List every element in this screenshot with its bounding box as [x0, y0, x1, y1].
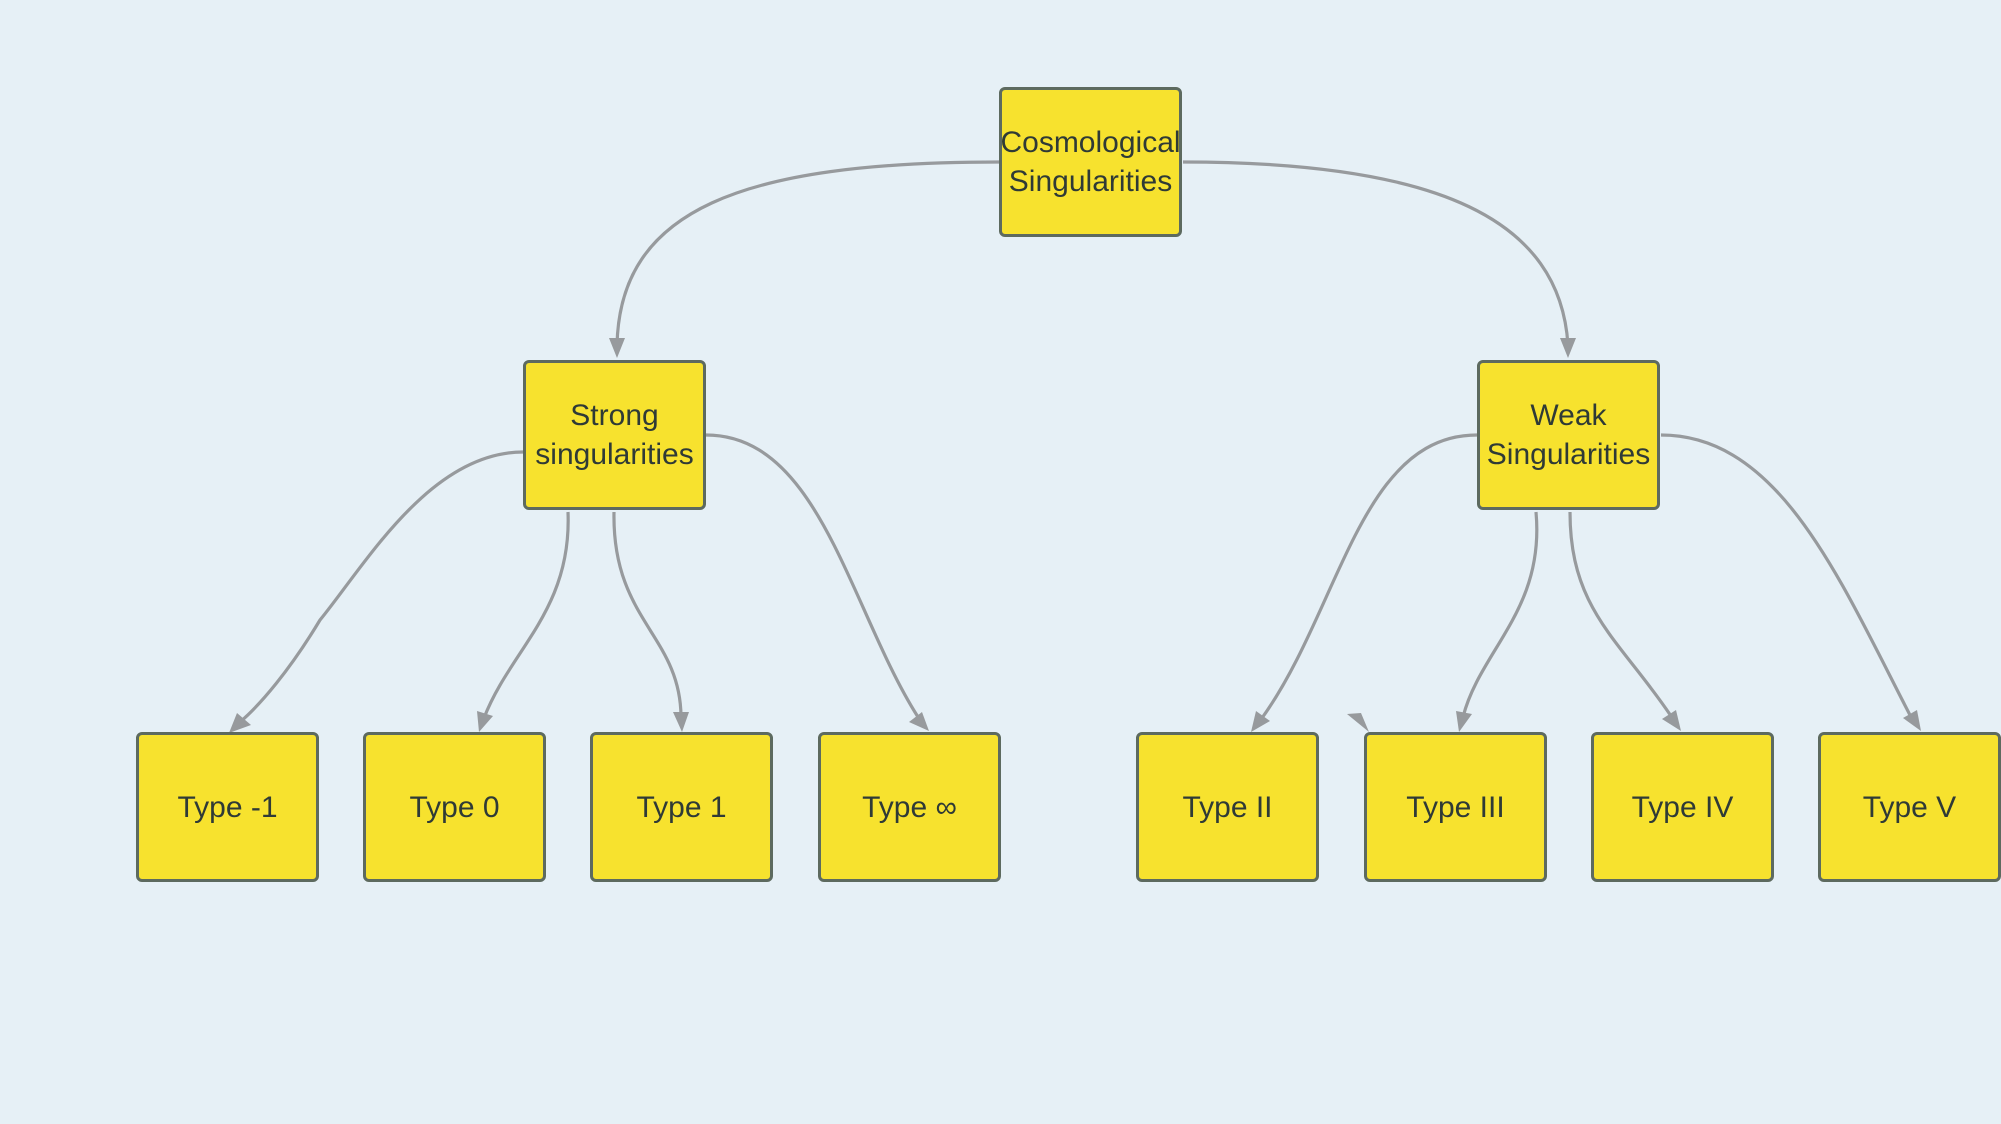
arrowhead-icon	[1903, 710, 1921, 731]
arrowhead-icon	[229, 713, 251, 733]
node-type-1[interactable]: Type 1	[590, 732, 773, 882]
node-label: Type II	[1182, 790, 1273, 824]
arrowhead-icon	[1456, 711, 1472, 732]
edge-root-to-weak	[1182, 160, 1576, 358]
edge-strong-to-type-1	[612, 511, 689, 732]
arrowhead-icon	[609, 338, 625, 358]
edge-weak-to-type-iii	[1347, 511, 1539, 732]
edge-root-to-strong	[609, 160, 1000, 358]
node-strong-singularities[interactable]: Strong singularities	[523, 360, 706, 510]
node-label: Strong singularities	[535, 399, 694, 471]
node-type-minus-1[interactable]: Type -1	[136, 732, 319, 882]
arrowhead-icon	[1560, 338, 1576, 358]
node-type-infinity[interactable]: Type ∞	[818, 732, 1001, 882]
edge-strong-to-type-infinity	[705, 433, 929, 731]
node-label: Weak Singularities	[1486, 399, 1651, 471]
node-label: Type IV	[1631, 790, 1734, 824]
node-type-v[interactable]: Type V	[1818, 732, 2001, 882]
arrowhead-icon	[673, 712, 689, 732]
edge-strong-to-type-minus-1	[229, 450, 524, 733]
node-type-iii[interactable]: Type III	[1364, 732, 1547, 882]
edge-strong-to-type-0	[477, 511, 570, 732]
arrowhead-icon	[1251, 711, 1270, 732]
node-type-iv[interactable]: Type IV	[1591, 732, 1774, 882]
edge-weak-to-type-v	[1660, 433, 1921, 731]
node-type-ii[interactable]: Type II	[1136, 732, 1319, 882]
edge-weak-to-type-ii	[1251, 433, 1478, 732]
node-type-0[interactable]: Type 0	[363, 732, 546, 882]
node-label: Type 0	[409, 790, 500, 824]
node-label: Type V	[1862, 790, 1957, 824]
node-label: Type 1	[636, 790, 727, 824]
node-weak-singularities[interactable]: Weak Singularities	[1477, 360, 1660, 510]
arrowhead-icon	[909, 712, 929, 731]
node-label: Cosmological Singularities	[1000, 126, 1181, 198]
edge-weak-to-type-iv	[1568, 511, 1681, 731]
node-label: Type ∞	[862, 790, 957, 824]
node-label: Type III	[1406, 790, 1505, 824]
node-label: Type -1	[177, 790, 278, 824]
arrowhead-icon	[1662, 710, 1681, 731]
node-cosmological-singularities[interactable]: Cosmological Singularities	[999, 87, 1182, 237]
arrowhead-icon	[1347, 713, 1369, 732]
arrowhead-icon	[477, 711, 493, 732]
